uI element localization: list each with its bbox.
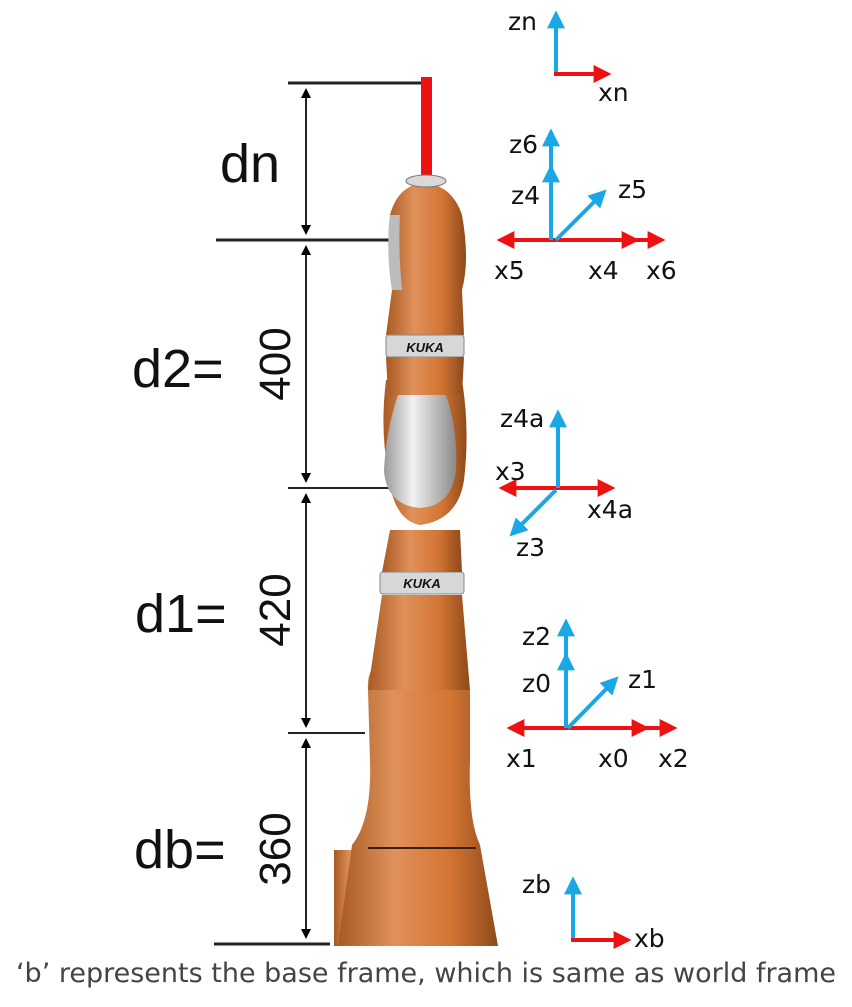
- dim-value-d1: 420: [251, 573, 300, 646]
- frame-wrist: z6 z4 z5 x5 x4 x6: [494, 128, 677, 285]
- frame-shoulder-z1-label: z1: [628, 665, 657, 694]
- upper-arm: [382, 530, 462, 572]
- dimension-lines: [214, 81, 430, 946]
- robot-band-label-upper: KUKA: [406, 340, 444, 355]
- frame-elbow: z4a x3 x4a z3: [495, 404, 633, 562]
- dim-label-d2: d2=: [132, 339, 224, 399]
- frame-base-z-label: zb: [522, 870, 551, 899]
- flange: [405, 174, 447, 188]
- end-effector-red-bar: [421, 77, 432, 177]
- frame-wrist-z4-label: z4: [511, 181, 540, 210]
- frame-shoulder-z2-label: z2: [522, 622, 551, 651]
- frame-n: zn xn: [508, 7, 629, 107]
- forearm: [386, 357, 464, 395]
- dim-label-dn: dn: [220, 134, 280, 194]
- frame-wrist-z5-label: z5: [618, 175, 647, 204]
- wrist-link: [386, 183, 466, 335]
- frame-elbow-z4a-label: z4a: [500, 404, 544, 433]
- frame-wrist-x6-label: x6: [646, 256, 677, 285]
- frame-wrist-x4-label: x4: [588, 256, 619, 285]
- dimension-labels: dn d2= 400 d1= 420 db= 360: [132, 134, 300, 886]
- frame-elbow-z3-label: z3: [516, 533, 545, 562]
- frame-shoulder: z2 z0 z1 x1 x0 x2: [506, 618, 689, 773]
- frame-elbow-x4a-label: x4a: [587, 495, 633, 524]
- frame-n-z-label: zn: [508, 7, 537, 36]
- dim-value-db: 360: [251, 812, 300, 885]
- frame-shoulder-x1-label: x1: [506, 744, 537, 773]
- lower-arm: [368, 595, 470, 690]
- frame-elbow-x3-label: x3: [495, 457, 526, 486]
- wrist-grey-side: [388, 215, 402, 290]
- frame-shoulder-x0-label: x0: [598, 744, 629, 773]
- robot-arm: KUKA KUKA: [334, 77, 498, 946]
- figure-caption: ‘b’ represents the base frame, which is …: [15, 958, 837, 989]
- frame-n-x-label: xn: [598, 78, 629, 107]
- dim-value-d2: 400: [251, 327, 300, 400]
- robot-band-label-lower: KUKA: [403, 576, 441, 591]
- base-link: [338, 648, 498, 946]
- dim-label-d1: d1=: [135, 584, 227, 644]
- frame-shoulder-x2-label: x2: [658, 744, 689, 773]
- frame-shoulder-z-diag: [566, 676, 619, 730]
- frame-wrist-z-diag: [554, 189, 607, 242]
- frame-wrist-z6-label: z6: [509, 130, 538, 159]
- dim-label-db: db=: [134, 820, 226, 880]
- elbow-grey-cover: [384, 387, 457, 508]
- frame-base-x-label: xb: [634, 924, 665, 953]
- frame-shoulder-z0-label: z0: [522, 669, 551, 698]
- frame-elbow-z-diag: [509, 488, 558, 537]
- frame-wrist-x5-label: x5: [494, 256, 525, 285]
- frame-base: zb xb: [522, 870, 665, 953]
